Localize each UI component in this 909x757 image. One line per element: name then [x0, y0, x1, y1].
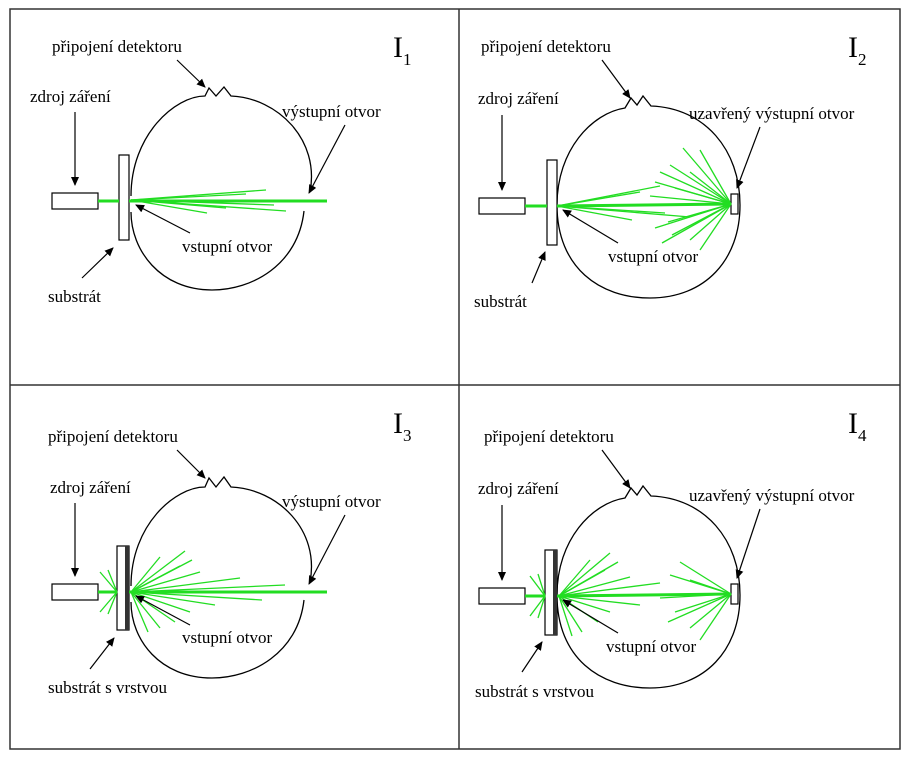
radiation-source — [478, 587, 526, 605]
label-substrate: substrát — [474, 292, 527, 311]
label-radiation-source: zdroj záření — [50, 478, 131, 497]
arrow-entry-port — [135, 204, 191, 234]
panel-index: I4 — [848, 407, 867, 445]
coating-layer — [125, 546, 129, 630]
label-detector-connection: připojení detektoru — [484, 427, 614, 446]
label-exit-port: uzavřený výstupní otvor — [689, 486, 855, 505]
arrow-entry-port — [562, 209, 619, 244]
integrating-sphere — [556, 94, 741, 299]
integrating-sphere — [130, 475, 313, 679]
closed-exit-port — [730, 583, 739, 605]
arrow-detector — [176, 59, 206, 88]
label-radiation-source: zdroj záření — [478, 89, 559, 108]
label-entry-port: vstupní otvor — [182, 628, 273, 647]
arrow-exit-port — [735, 508, 761, 579]
arrow-exit-port — [736, 126, 761, 189]
label-exit-port: výstupní otvor — [282, 492, 381, 511]
label-substrate: substrát — [48, 287, 101, 306]
panel-index: I2 — [848, 31, 867, 69]
radiation-source — [51, 192, 99, 210]
label-radiation-source: zdroj záření — [30, 87, 111, 106]
scattered-rays — [556, 147, 732, 251]
label-detector-connection: připojení detektoru — [48, 427, 178, 446]
panel-index: I1 — [393, 31, 412, 69]
panel-i4: I4 — [475, 407, 867, 701]
substrate — [546, 159, 558, 246]
scattered-rays — [99, 550, 286, 633]
label-entry-port: vstupní otvor — [182, 237, 273, 256]
arrow-exit-port — [308, 124, 346, 194]
label-substrate-with-layer: substrát s vrstvou — [475, 682, 595, 701]
arrow-exit-port — [308, 514, 346, 585]
label-detector-connection: připojení detektoru — [481, 37, 611, 56]
label-detector-connection: připojení detektoru — [52, 37, 182, 56]
arrow-detector — [176, 449, 206, 479]
panel-i1: I1 připojení detektoru zdroj záření výst… — [30, 31, 412, 306]
arrow-substrate — [521, 641, 543, 673]
panel-i2: I2 připojení detektoru — [474, 31, 867, 311]
label-entry-port: vstupní otvor — [608, 247, 699, 266]
closed-exit-port — [730, 193, 739, 215]
transmitted-beam — [556, 592, 732, 598]
integrating-sphere — [130, 85, 313, 291]
substrate — [118, 154, 130, 241]
arrow-detector — [601, 59, 631, 99]
panel-index: I3 — [393, 407, 412, 445]
arrow-substrate — [531, 251, 546, 284]
radiation-source — [51, 583, 99, 601]
transmitted-beam — [556, 202, 732, 208]
integrating-sphere — [556, 484, 741, 689]
label-exit-port: výstupní otvor — [282, 102, 381, 121]
arrow-detector — [601, 449, 631, 489]
arrow-entry-port — [562, 599, 619, 634]
arrow-substrate — [81, 247, 114, 279]
coating-layer — [553, 550, 557, 635]
label-entry-port: vstupní otvor — [606, 637, 697, 656]
arrow-entry-port — [135, 595, 191, 626]
label-radiation-source: zdroj záření — [478, 479, 559, 498]
radiation-source — [478, 197, 526, 215]
label-substrate-with-layer: substrát s vrstvou — [48, 678, 168, 697]
figure-frame — [9, 8, 901, 750]
panel-i3: I3 připojení detektoru zdroj — [48, 407, 412, 697]
label-exit-port: uzavřený výstupní otvor — [689, 104, 855, 123]
arrow-substrate — [89, 637, 115, 670]
